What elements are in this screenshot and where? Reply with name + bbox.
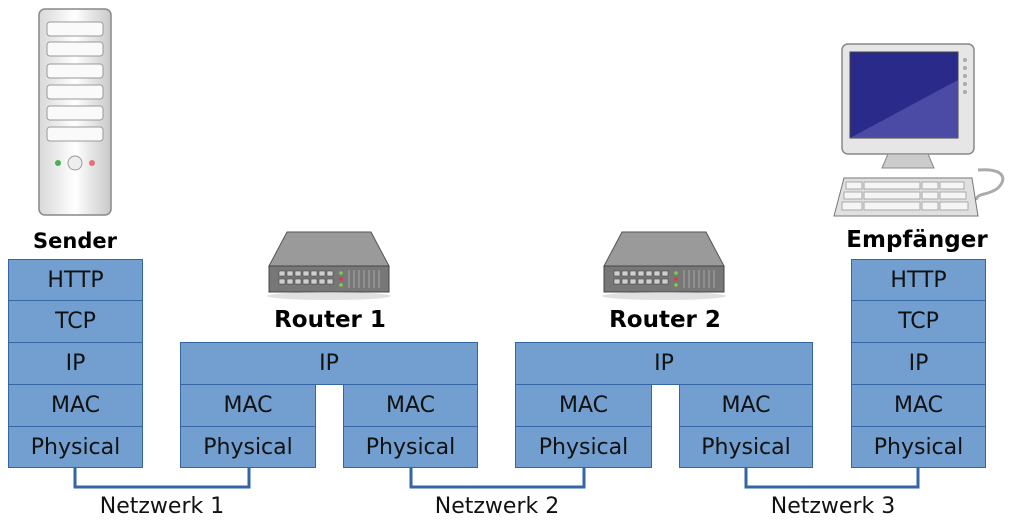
desktop-computer-icon bbox=[833, 43, 1005, 217]
router-icon bbox=[602, 231, 726, 300]
router-icon bbox=[267, 231, 391, 300]
router2-right-mac-layer: MAC bbox=[679, 384, 813, 427]
sender-http-layer: HTTP bbox=[8, 259, 143, 301]
sender-tcp-layer: TCP bbox=[8, 300, 143, 343]
router1-right-mac-layer: MAC bbox=[343, 384, 478, 427]
router2-left-mac-layer: MAC bbox=[515, 384, 652, 427]
sender-ip-layer: IP bbox=[8, 342, 143, 385]
network-label-3: Netzwerk 3 bbox=[770, 494, 896, 519]
router2-left-physical-layer: Physical bbox=[515, 426, 652, 468]
router1-left-mac-layer: MAC bbox=[180, 384, 316, 427]
router2-title: Router 2 bbox=[609, 307, 721, 333]
receiver-title: Empfänger bbox=[846, 227, 988, 253]
router1-ip-layer: IP bbox=[180, 342, 478, 385]
network-link-3 bbox=[744, 467, 920, 489]
router1-title: Router 1 bbox=[274, 307, 386, 333]
network-label-2: Netzwerk 2 bbox=[434, 494, 560, 519]
sender-mac-layer: MAC bbox=[8, 384, 143, 427]
receiver-ip-layer: IP bbox=[851, 342, 986, 385]
router1-right-physical-layer: Physical bbox=[343, 426, 478, 468]
receiver-http-layer: HTTP bbox=[851, 259, 986, 301]
receiver-physical-layer: Physical bbox=[851, 426, 986, 468]
server-tower-icon bbox=[38, 8, 112, 216]
network-label-1: Netzwerk 1 bbox=[99, 494, 225, 519]
network-link-2 bbox=[409, 467, 586, 489]
router2-right-physical-layer: Physical bbox=[679, 426, 813, 468]
receiver-mac-layer: MAC bbox=[851, 384, 986, 427]
router2-ip-layer: IP bbox=[515, 342, 813, 385]
sender-title: Sender bbox=[33, 229, 117, 253]
receiver-tcp-layer: TCP bbox=[851, 300, 986, 343]
sender-physical-layer: Physical bbox=[8, 426, 143, 468]
router1-left-physical-layer: Physical bbox=[180, 426, 316, 468]
network-link-1 bbox=[73, 467, 251, 489]
